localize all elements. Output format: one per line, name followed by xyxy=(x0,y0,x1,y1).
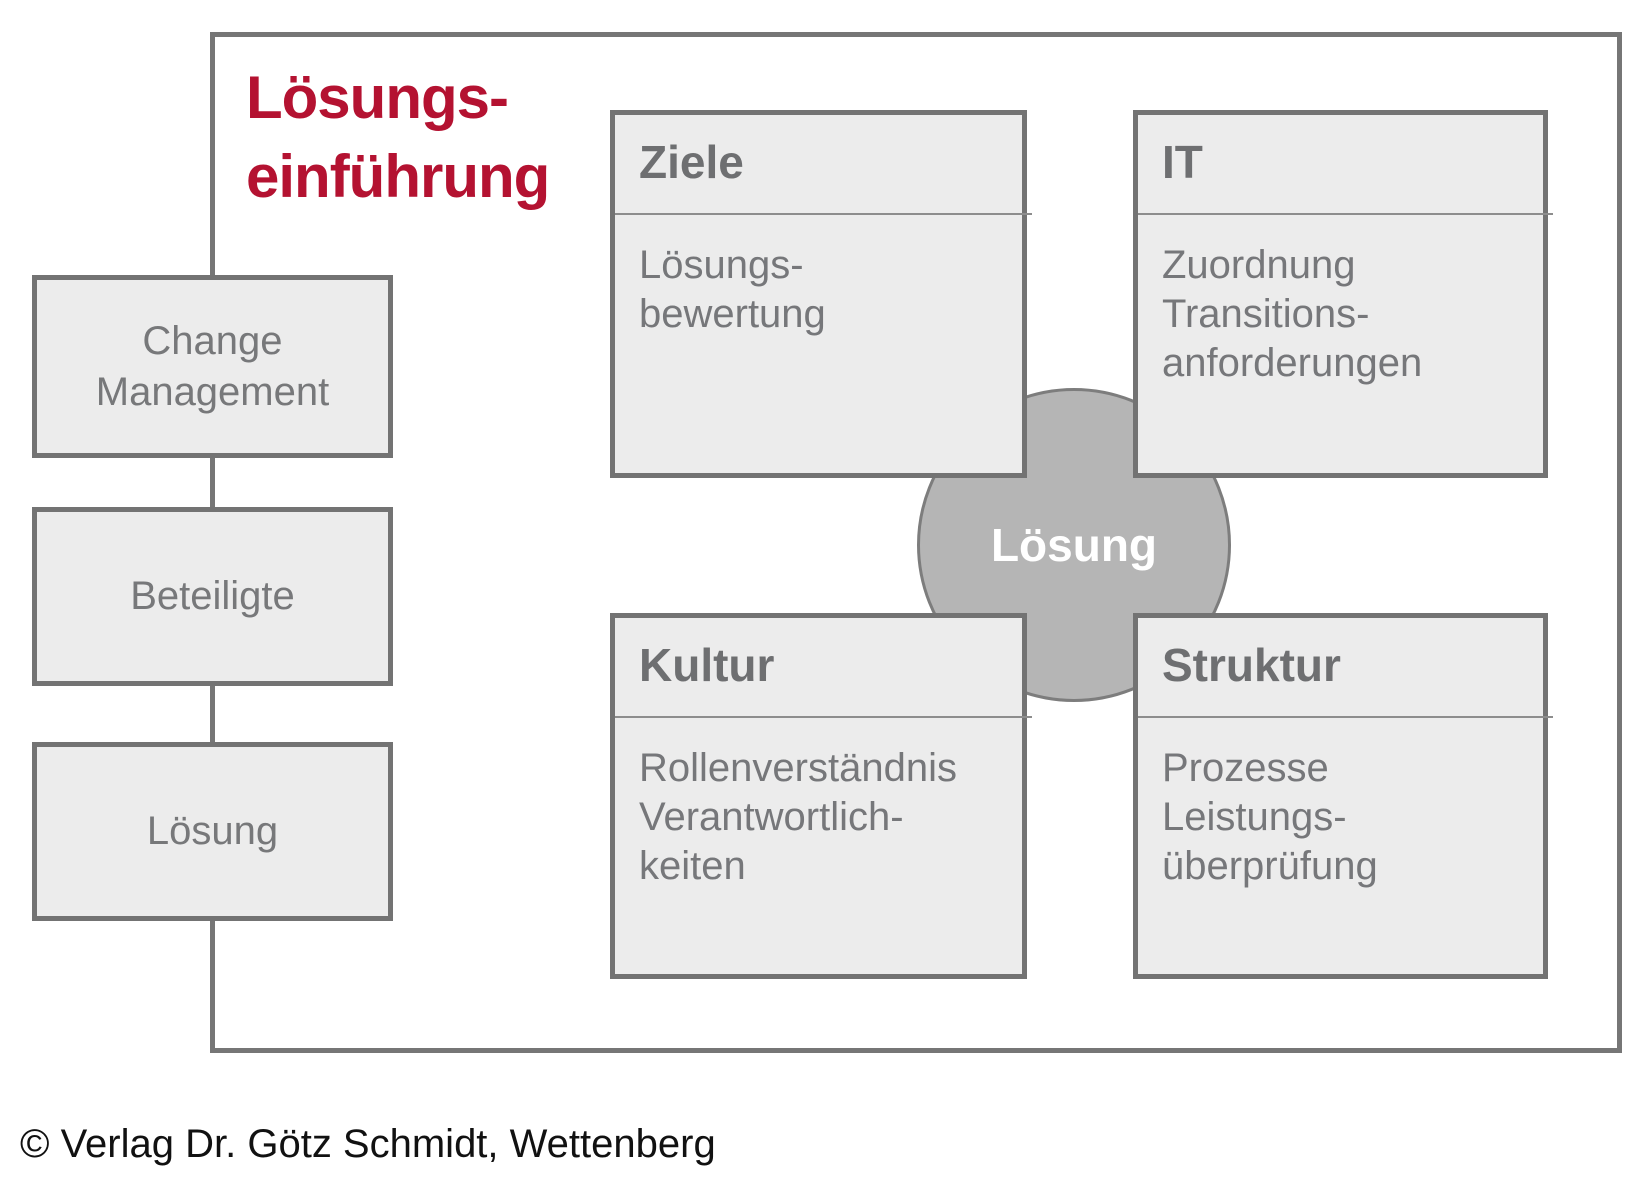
body-line: Verantwortlich- xyxy=(639,795,904,839)
header-separator xyxy=(1138,213,1553,215)
body-line: Transitions- xyxy=(1162,292,1370,336)
box-ziele-body: Lösungs- bewertung xyxy=(615,213,1022,339)
box-kultur: Kultur Rollenverständnis Verantwortlich-… xyxy=(610,613,1032,979)
diagram-title: Lösungs- einführung xyxy=(246,58,550,216)
label-line: Change xyxy=(142,318,283,363)
body-line: Leistungs- xyxy=(1162,795,1347,839)
header-separator xyxy=(615,716,1032,718)
loesung-circle-label: Lösung xyxy=(990,519,1158,571)
box-beteiligte-label: Beteiligte xyxy=(130,574,295,618)
body-line: Prozesse xyxy=(1162,746,1329,790)
diagram-title-line1: Lösungs- xyxy=(246,64,509,131)
body-line: Zuordnung xyxy=(1162,243,1356,287)
box-it-body: Zuordnung Transitions- anforderungen xyxy=(1138,213,1543,388)
body-line: Lösungs- xyxy=(639,243,804,287)
header-separator xyxy=(615,213,1032,215)
box-it-header: IT xyxy=(1162,136,1203,188)
box-it: IT Zuordnung Transitions- anforderungen xyxy=(1133,110,1553,478)
box-struktur: Struktur Prozesse Leistungs- überprüfung xyxy=(1133,613,1553,979)
copyright-text: © Verlag Dr. Götz Schmidt, Wettenberg xyxy=(20,1122,716,1166)
box-loesung-left-label: Lösung xyxy=(146,809,279,853)
body-line: Rollenverständnis xyxy=(639,746,957,790)
body-line: bewertung xyxy=(639,292,826,336)
box-kultur-header: Kultur xyxy=(639,639,775,691)
body-line: überprüfung xyxy=(1162,844,1378,888)
box-beteiligte: Beteiligte xyxy=(32,507,393,686)
box-change-management: Change Management xyxy=(32,275,393,458)
box-struktur-body: Prozesse Leistungs- überprüfung xyxy=(1138,716,1543,891)
box-ziele: Ziele Lösungs- bewertung xyxy=(610,110,1032,478)
box-change-management-label: Change Management xyxy=(96,316,329,418)
body-line: keiten xyxy=(639,844,746,888)
body-line: anforderungen xyxy=(1162,341,1423,385)
diagram-title-line2: einführung xyxy=(246,143,550,210)
box-struktur-header: Struktur xyxy=(1162,639,1341,691)
label-line: Management xyxy=(95,369,330,414)
header-separator xyxy=(1138,716,1553,718)
box-kultur-body: Rollenverständnis Verantwortlich- keiten xyxy=(615,716,1022,891)
box-loesung-left: Lösung xyxy=(32,742,393,921)
box-ziele-header: Ziele xyxy=(639,136,744,188)
